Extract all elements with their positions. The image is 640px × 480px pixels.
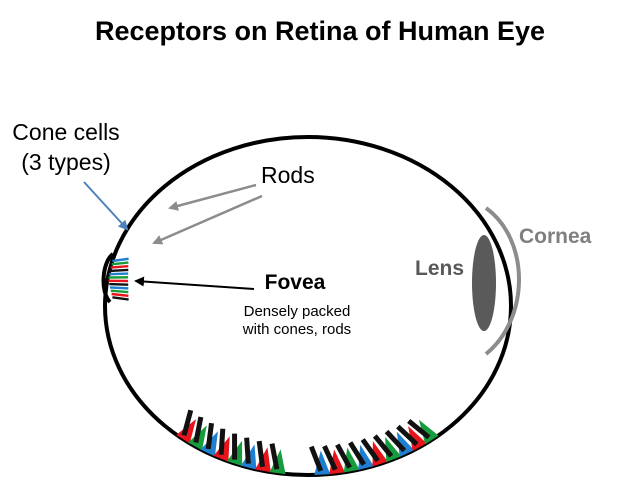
cornea-label: Cornea	[519, 225, 592, 248]
rod-cell	[335, 443, 352, 469]
fovea-cone	[110, 265, 129, 269]
cone-types-label: (3 types)	[21, 149, 110, 175]
fovea-cone	[111, 292, 129, 297]
fovea-description-line2: with cones, rods	[242, 321, 351, 338]
rod-cell	[407, 418, 431, 440]
receptor-pair	[226, 433, 243, 467]
rods-arrow-upper	[168, 183, 257, 211]
receptor-pair	[188, 416, 207, 451]
receptor-pair	[255, 440, 271, 473]
rod-cell	[396, 424, 419, 447]
rod-cell	[244, 437, 251, 464]
rod-cell	[372, 434, 394, 458]
rod-cell	[232, 433, 238, 460]
rods-arrow-lower	[152, 194, 263, 245]
retina-receptors	[176, 409, 439, 476]
rod-cell	[348, 441, 367, 466]
fovea-arrow	[134, 276, 255, 290]
fovea-cone	[111, 261, 129, 266]
fovea-cone	[109, 282, 129, 286]
lens-label: Lens	[415, 257, 464, 280]
fovea-pit	[101, 252, 115, 304]
receptor-pair	[396, 424, 427, 451]
receptor-pair	[407, 418, 439, 445]
fovea-cone	[109, 286, 129, 290]
fovea-cone	[110, 289, 129, 294]
receptor-pair	[213, 428, 230, 462]
cone-cells-label: Cone cells	[12, 119, 119, 145]
rods-label: Rods	[261, 162, 315, 188]
fovea-cone	[112, 296, 129, 301]
cone-cell	[418, 419, 439, 445]
eyeball-outline	[103, 135, 513, 477]
rod-cell	[360, 438, 380, 463]
rod-cell	[322, 445, 338, 471]
fovea-cone	[112, 257, 129, 263]
diagram-title: Receptors on Retina of Human Eye	[95, 16, 545, 46]
rod-cell	[256, 440, 265, 468]
receptor-pair	[384, 429, 415, 457]
receptor-pair	[269, 443, 286, 475]
rod-cell	[193, 416, 204, 443]
fovea-receptors	[108, 257, 129, 301]
receptor-pair	[360, 438, 388, 467]
fovea-cone	[109, 268, 129, 273]
cone-cells-arrow	[83, 181, 129, 231]
lens-shape	[472, 235, 496, 331]
receptor-pair	[372, 434, 402, 463]
fovea-label: Fovea	[265, 271, 326, 294]
cone-cell	[408, 426, 427, 451]
fovea-description-line1: Densely packed	[244, 303, 351, 320]
receptor-pair	[308, 445, 331, 476]
rod-cell	[205, 422, 214, 450]
receptor-pair	[335, 443, 360, 473]
rod-cell	[269, 443, 280, 470]
receptor-pair	[240, 437, 257, 470]
cornea-curve	[484, 206, 521, 356]
fovea-cone	[109, 272, 129, 276]
rod-cell	[384, 429, 407, 453]
rod-cell	[181, 409, 194, 436]
rod-cell	[218, 428, 226, 455]
receptor-pair	[322, 445, 345, 475]
rod-cell	[308, 445, 324, 472]
receptor-pair	[200, 422, 218, 457]
receptor-pair	[348, 441, 374, 470]
receptor-pair	[176, 409, 197, 444]
